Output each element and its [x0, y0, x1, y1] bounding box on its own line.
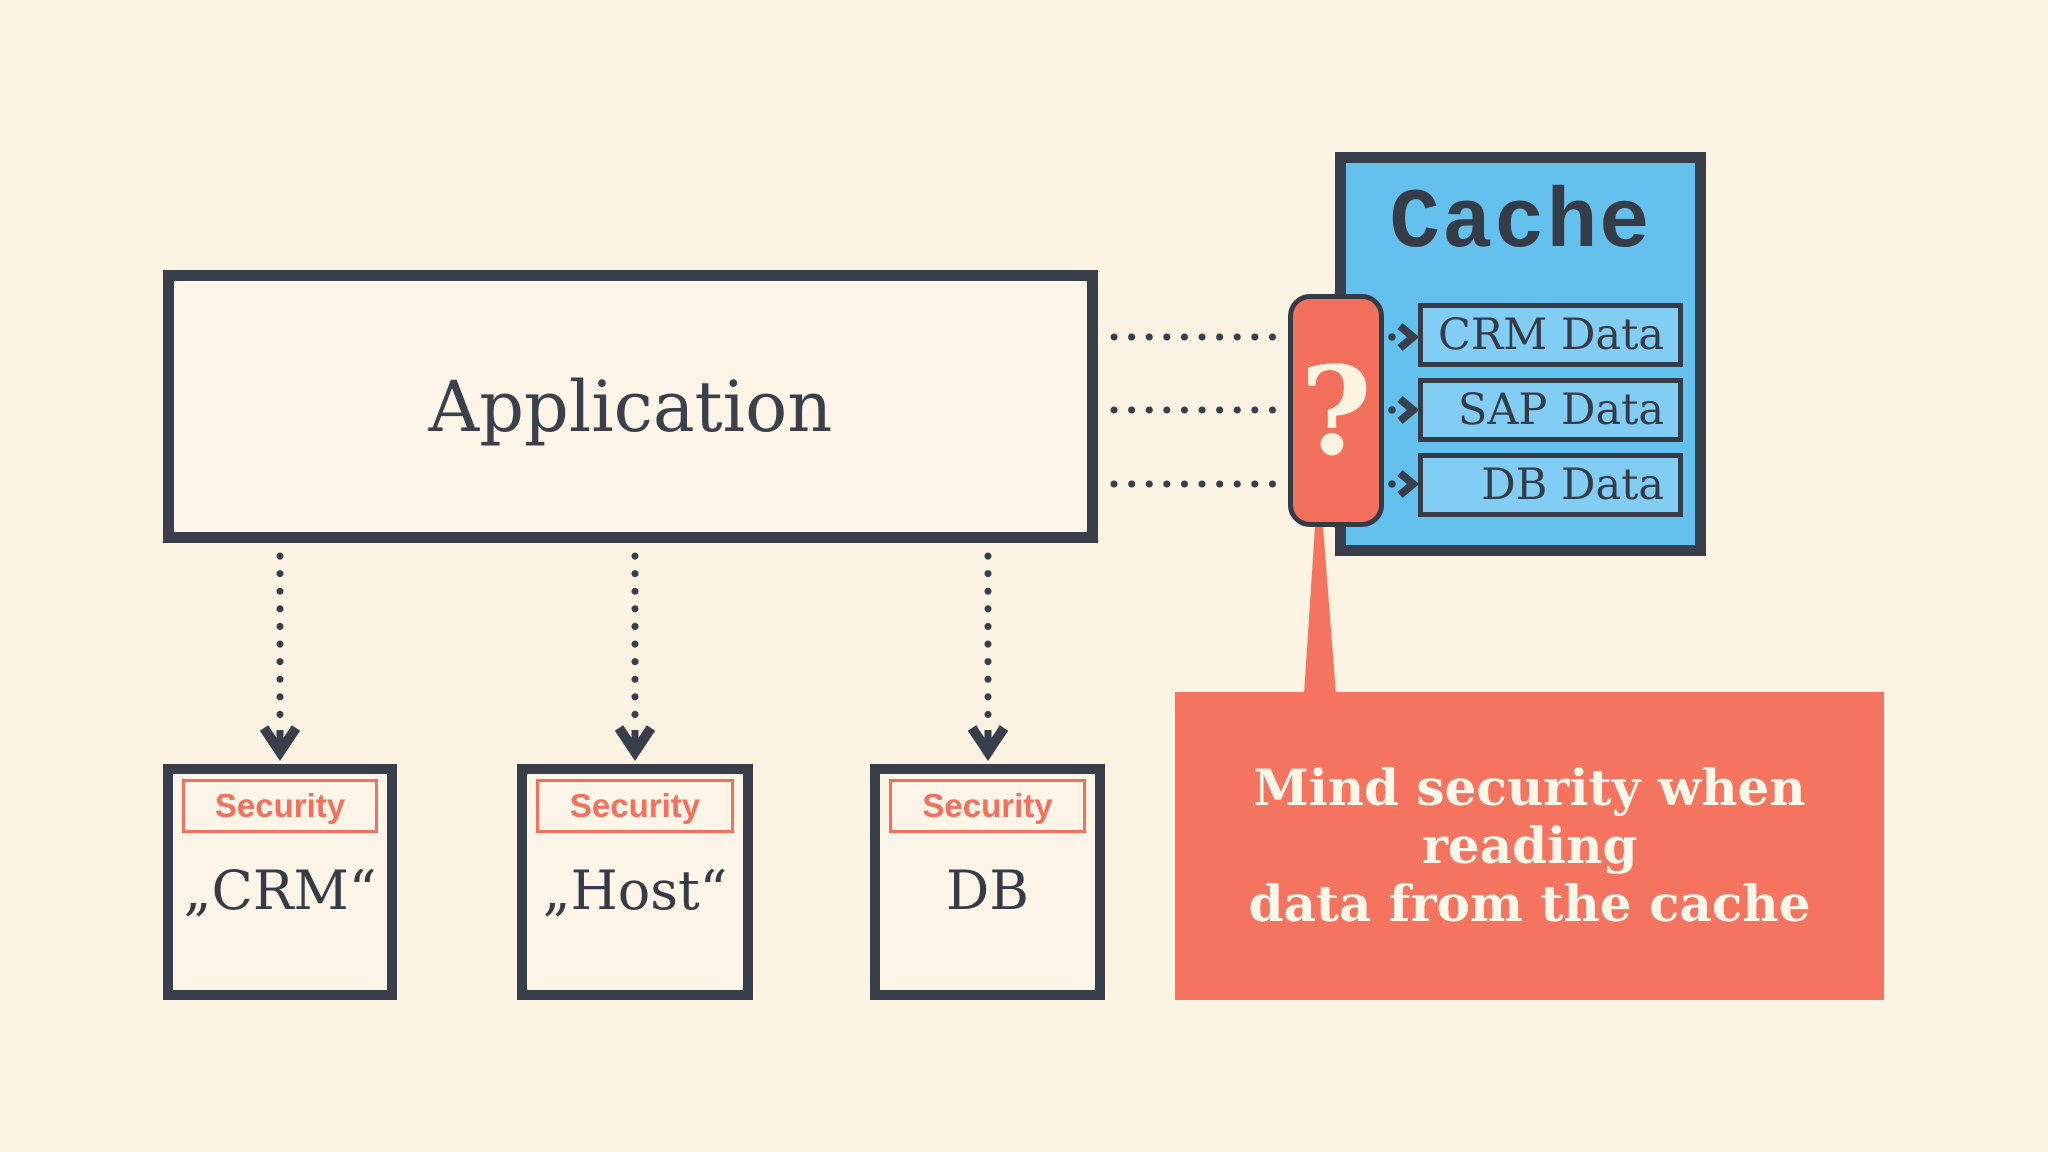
pointer-triangle	[1304, 526, 1336, 694]
security-node-name: „CRM“	[183, 859, 377, 922]
security-node-name: „Host“	[542, 859, 728, 922]
arrow-right-icon	[1397, 395, 1420, 425]
application-label: Application	[428, 365, 833, 448]
question-mark: ?	[1300, 338, 1372, 483]
security-box-host: Security „Host“	[517, 764, 753, 1000]
callout-box: Mind security when reading data from the…	[1175, 692, 1884, 1000]
cache-title: Cache	[1389, 177, 1652, 272]
callout-pointer	[1304, 526, 1336, 694]
cache-row-sap: SAP Data	[1418, 378, 1683, 442]
arrow-down-icon	[614, 725, 656, 762]
security-box-crm: Security „CRM“	[163, 764, 397, 1000]
arrow-right-icon	[1397, 469, 1420, 499]
callout-line-2: data from the cache	[1248, 874, 1811, 933]
dot	[1388, 406, 1396, 414]
dot	[1388, 480, 1396, 488]
security-badge: Security	[182, 779, 378, 833]
security-badge: Security	[536, 779, 734, 833]
security-badge-label: Security	[569, 787, 701, 824]
dot	[1388, 333, 1396, 341]
cache-row-sap-label: SAP Data	[1457, 385, 1664, 435]
security-badge-label: Security	[214, 787, 346, 824]
cache-row-db: DB Data	[1418, 453, 1683, 517]
cache-row-db-label: DB Data	[1481, 460, 1664, 510]
security-node-name: DB	[946, 859, 1029, 922]
application-box: Application	[163, 270, 1098, 543]
question-badge: ?	[1288, 294, 1384, 527]
security-badge: Security	[889, 779, 1086, 833]
cache-row-crm-label: CRM Data	[1437, 310, 1664, 360]
callout-line-1: Mind security when reading	[1253, 758, 1806, 875]
security-box-db: Security DB	[870, 764, 1105, 1000]
cache-row-crm: CRM Data	[1418, 303, 1683, 367]
dotted-arrow-down-crm	[259, 552, 301, 762]
dotted-arrow-down-host	[614, 552, 656, 762]
arrow-right-icon	[1397, 322, 1420, 352]
security-badge-label: Security	[922, 787, 1053, 824]
dotted-arrow-down-db	[967, 552, 1009, 762]
arrow-right-sap-data	[1388, 395, 1420, 425]
arrow-right-crm-data	[1388, 322, 1420, 352]
arrow-down-icon	[967, 725, 1009, 762]
arrow-right-db-data	[1388, 469, 1420, 499]
arrow-down-icon	[259, 725, 301, 762]
